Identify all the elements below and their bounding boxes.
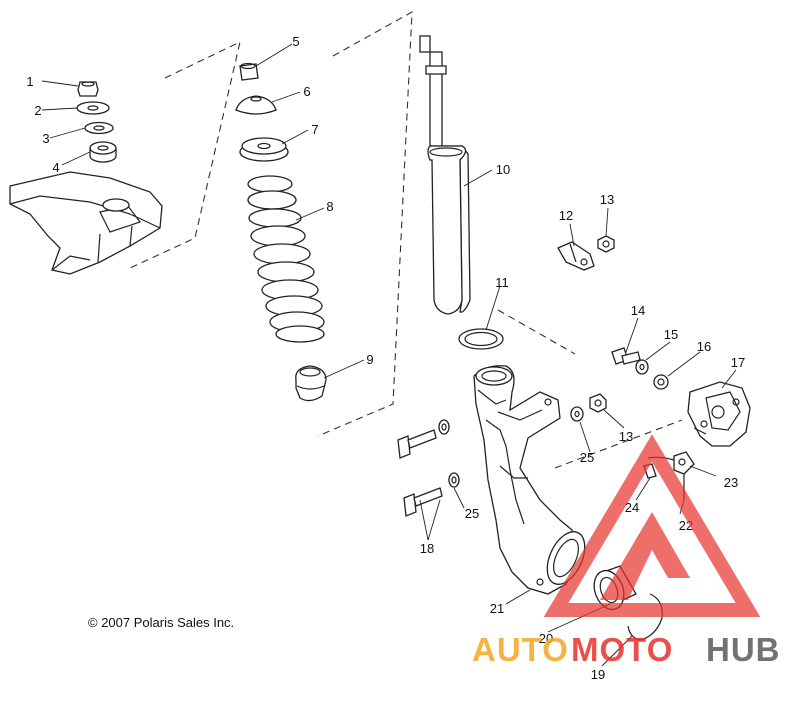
watermark-text-hub: HUB (706, 631, 781, 668)
hardware-stack-left (76, 81, 117, 163)
spring-seat-7 (239, 137, 289, 162)
callout-10: 10 (496, 162, 510, 177)
callout-12: 12 (559, 208, 573, 223)
callout-15: 15 (664, 327, 678, 342)
clip-12 (557, 241, 595, 271)
callout-8: 8 (326, 199, 333, 214)
callout-19: 19 (591, 667, 605, 682)
bolt-14 (611, 347, 641, 365)
strut-10 (419, 35, 471, 315)
assembly-guide-lines (129, 11, 683, 561)
brake-caliper-17 (687, 381, 751, 447)
callout-16: 16 (697, 339, 711, 354)
callout-6: 6 (303, 84, 310, 99)
bushing-4 (89, 141, 117, 163)
callout-18: 18 (420, 541, 434, 556)
nut-13-lower (589, 393, 607, 413)
spring-stack (235, 62, 327, 402)
o-ring-11 (458, 328, 504, 350)
nut-16 (653, 374, 669, 390)
callout-1: 1 (26, 74, 33, 89)
callout-21: 21 (490, 601, 504, 616)
callout-25-left: 25 (465, 506, 479, 521)
callout-13-upper: 13 (600, 192, 614, 207)
callout-20: 20 (539, 631, 553, 646)
coil-spring-8 (247, 175, 325, 343)
callout-7: 7 (311, 122, 318, 137)
callout-17: 17 (731, 355, 745, 370)
washer-3 (84, 121, 114, 135)
callout-3: 3 (42, 131, 49, 146)
callout-4: 4 (52, 160, 59, 175)
cap-6 (235, 95, 277, 115)
washer-2 (76, 101, 110, 115)
nut-5 (239, 62, 259, 81)
frame-mount (9, 171, 163, 275)
steering-knuckle-21 (473, 365, 586, 595)
watermark-logo (543, 434, 761, 617)
callout-labels: 1 2 3 4 5 6 7 8 9 10 11 12 13 13 14 15 1… (26, 34, 745, 682)
bolts-18 (397, 429, 443, 517)
callout-5: 5 (292, 34, 299, 49)
washer-15 (635, 359, 649, 375)
callout-14: 14 (631, 303, 645, 318)
bump-stop-9 (295, 365, 327, 402)
nut-13-upper (597, 235, 615, 253)
callout-2: 2 (34, 103, 41, 118)
washers-25-left (438, 419, 460, 488)
watermark-text-auto: AUTO (472, 631, 569, 668)
watermark-text-moto: MOTO (571, 631, 673, 668)
callout-9: 9 (366, 352, 373, 367)
leader-lines (41, 43, 737, 667)
callout-24: 24 (625, 500, 639, 515)
copyright-text: © 2007 Polaris Sales Inc. (88, 615, 234, 630)
callout-23: 23 (724, 475, 738, 490)
callout-11: 11 (495, 275, 509, 290)
callout-25-right: 25 (580, 450, 594, 465)
nut-1 (77, 81, 99, 97)
washer-25-right (570, 406, 584, 422)
callout-13-lower: 13 (619, 429, 633, 444)
